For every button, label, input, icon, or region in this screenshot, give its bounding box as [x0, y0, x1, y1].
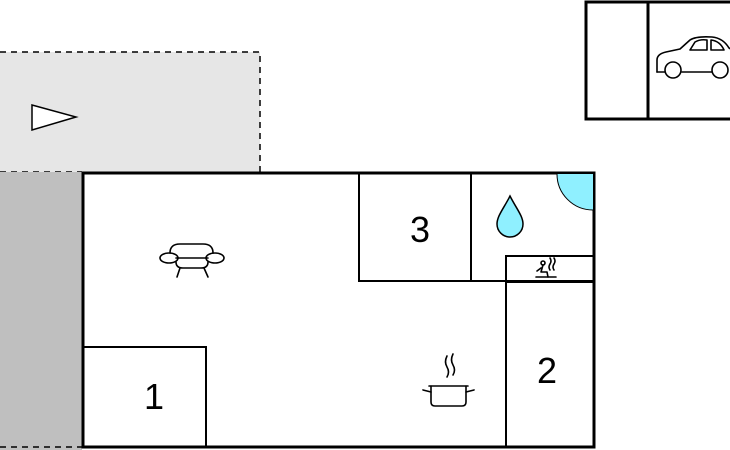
room-1-walls	[83, 346, 207, 447]
room-label-2: 2	[537, 350, 557, 391]
room-label-3: 3	[410, 209, 430, 250]
entrance-arrow-icon	[31, 104, 79, 132]
room-label-1: 1	[144, 376, 164, 417]
cooking-pot-icon	[422, 353, 475, 407]
pool-arc-outline	[556, 173, 594, 211]
sofa-icon	[159, 243, 225, 278]
pool-arc	[557, 174, 593, 210]
room-3-walls	[358, 173, 594, 282]
car-icon	[656, 36, 730, 79]
garage	[584, 0, 730, 121]
sauna-icon	[535, 257, 557, 278]
water-drop-icon	[496, 194, 524, 238]
side-strip	[0, 172, 82, 450]
house-outline	[81, 171, 596, 449]
